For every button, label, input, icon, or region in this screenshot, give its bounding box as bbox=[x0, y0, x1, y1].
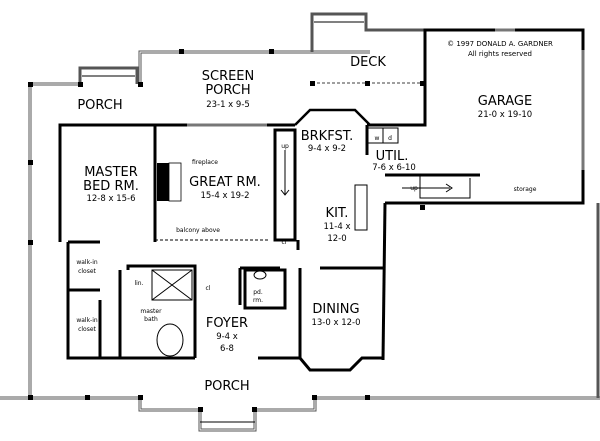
closet-label-2: cl bbox=[206, 285, 211, 292]
great-rm-label: GREAT RM. bbox=[189, 175, 261, 190]
master-bed-label-2: BED RM. bbox=[83, 179, 139, 194]
screen-porch-label-2: PORCH bbox=[205, 83, 250, 98]
deck-label: DECK bbox=[350, 55, 386, 70]
walkin-closet-2-label-2: closet bbox=[78, 326, 96, 333]
washer-label: w bbox=[375, 135, 380, 142]
stair-up-label: up bbox=[281, 143, 289, 150]
util-label: UTIL. bbox=[376, 149, 409, 164]
brkfst-label: BRKFST. bbox=[301, 129, 354, 144]
dryer-label: d bbox=[388, 135, 392, 142]
walkin-closet-label: walk-in bbox=[76, 259, 98, 266]
storage-label: storage bbox=[514, 186, 537, 193]
front-porch-label: PORCH bbox=[204, 379, 249, 394]
master-bed-dims: 12-8 x 15-6 bbox=[86, 194, 135, 204]
powder-room-label-2: rm. bbox=[253, 297, 263, 304]
master-bed-label: MASTER bbox=[84, 165, 138, 180]
dining-dims: 13-0 x 12-0 bbox=[311, 318, 360, 328]
balcony-label: balcony above bbox=[176, 227, 220, 234]
fireplace-icon bbox=[157, 162, 182, 202]
closet-label: cl bbox=[282, 239, 287, 246]
master-bath-label-2: bath bbox=[144, 316, 158, 323]
kit-label: KIT. bbox=[326, 206, 349, 221]
screen-porch-dims: 23-1 x 9-5 bbox=[206, 100, 250, 110]
dining-label: DINING bbox=[312, 302, 359, 317]
util-dims: 7-6 x 6-10 bbox=[372, 163, 416, 173]
linen-label: lin. bbox=[134, 280, 143, 287]
rear-porch-label: PORCH bbox=[77, 98, 122, 113]
great-rm-dims: 15-4 x 19-2 bbox=[200, 191, 249, 201]
garage-stair-up-label: up bbox=[410, 185, 418, 192]
master-bath-label: master bbox=[140, 308, 162, 315]
powder-room-label: pd. bbox=[253, 289, 263, 296]
brkfst-dims: 9-4 x 9-2 bbox=[308, 144, 346, 154]
walkin-closet-2-label: walk-in bbox=[76, 317, 98, 324]
copyright-text: © 1997 DONALD A. GARDNER bbox=[447, 40, 553, 48]
screen-porch-label: SCREEN bbox=[202, 69, 255, 84]
foyer-dims-2: 6-8 bbox=[220, 344, 234, 354]
porch-posts bbox=[28, 49, 425, 412]
garage-dims: 21-0 x 19-10 bbox=[478, 110, 532, 120]
kit-dims-2: 12-0 bbox=[327, 234, 346, 244]
staircase-icon bbox=[280, 150, 453, 196]
walkin-closet-label-2: closet bbox=[78, 268, 96, 275]
foyer-dims: 9-4 x bbox=[216, 332, 238, 342]
foyer-label: FOYER bbox=[206, 316, 248, 331]
porch-railings bbox=[0, 12, 600, 432]
walls bbox=[58, 28, 585, 372]
fireplace-label: fireplace bbox=[192, 159, 218, 166]
kit-dims: 11-4 x bbox=[323, 222, 350, 232]
garage-label: GARAGE bbox=[478, 94, 532, 109]
copyright-reserved: All rights reserved bbox=[468, 50, 532, 58]
